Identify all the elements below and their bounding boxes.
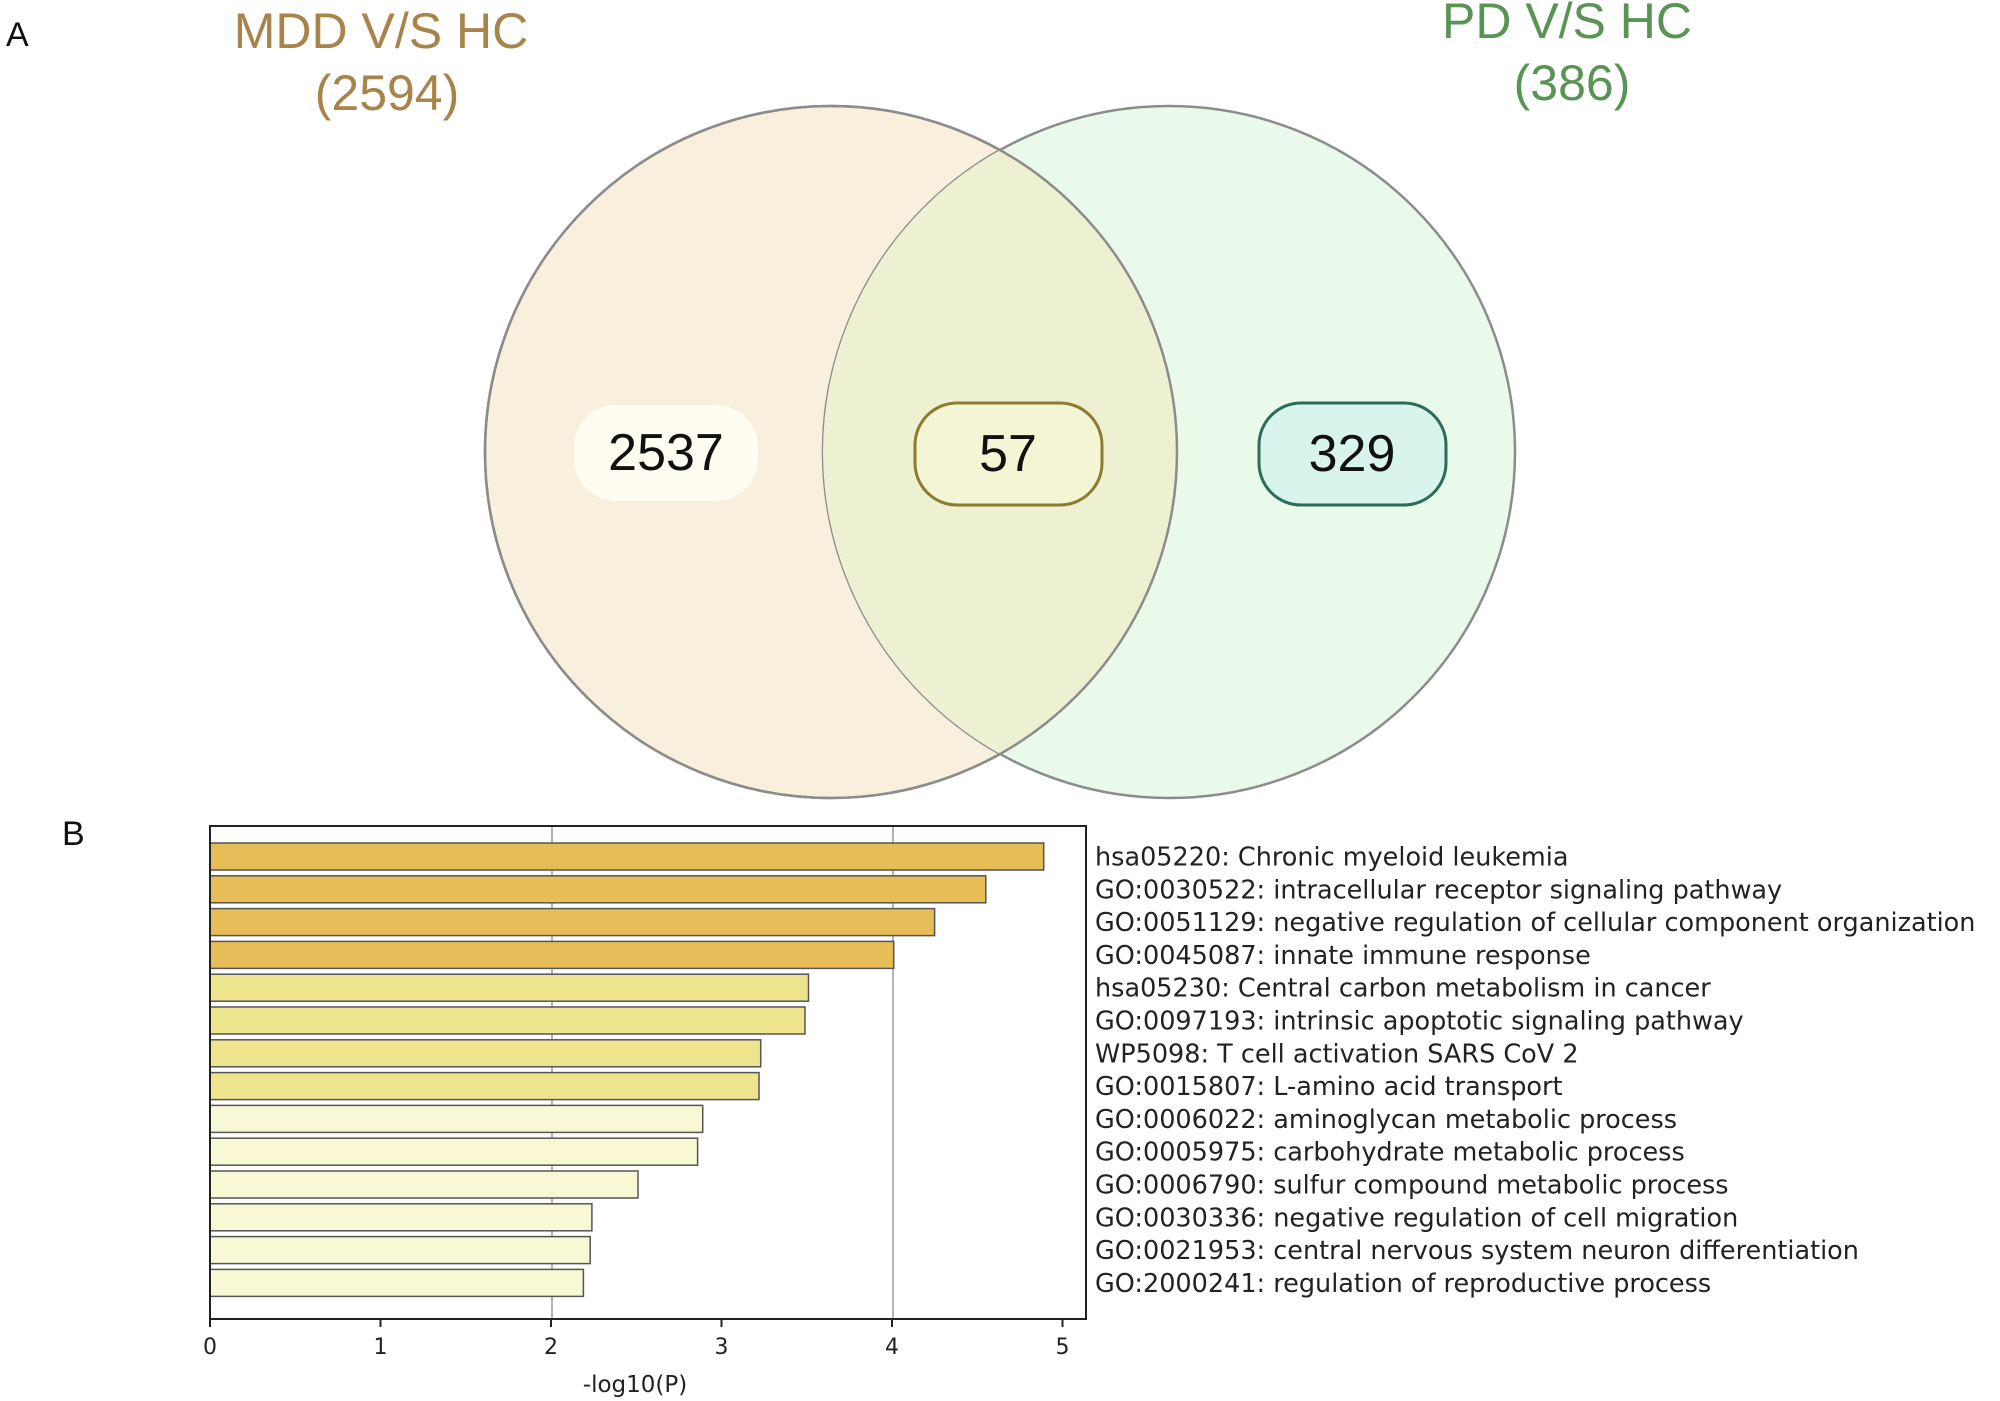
left-only-count: 2537	[608, 424, 724, 482]
bar-10	[209, 1137, 699, 1166]
category-label-6: GO:0097193: intrinsic apoptotic signalin…	[1095, 1007, 1744, 1037]
bars	[209, 842, 1045, 1298]
bar-9	[209, 1104, 704, 1134]
category-label-11: GO:0006790: sulfur compound metabolic pr…	[1095, 1171, 1729, 1201]
bar-3	[209, 907, 936, 937]
category-label-4: GO:0045087: innate immune response	[1095, 941, 1591, 971]
set-right-total: (386)	[1514, 55, 1631, 111]
x-tick-label-1: 1	[374, 1335, 388, 1360]
set-right-name: PD V/S HC	[1442, 0, 1692, 49]
left-only-badge	[574, 405, 758, 501]
bar-13	[209, 1235, 591, 1265]
set-left-name: MDD V/S HC	[234, 3, 528, 59]
x-tick-label-2: 2	[544, 1335, 558, 1360]
x-tick-label-3: 3	[715, 1335, 729, 1360]
bar-1	[209, 842, 1045, 871]
bar-4	[209, 940, 895, 970]
category-label-7: WP5098: T cell activation SARS CoV 2	[1095, 1039, 1579, 1069]
bar-12	[209, 1203, 593, 1232]
category-label-1: hsa05220: Chronic myeloid leukemia	[1095, 843, 1568, 873]
x-axis-title: -log10(P)	[583, 1372, 687, 1398]
plot-frame	[209, 825, 1087, 1320]
set-left-total: (2594)	[315, 65, 460, 121]
x-tick-label-0: 0	[203, 1335, 217, 1360]
category-label-2: GO:0030522: intracellular receptor signa…	[1095, 875, 1782, 905]
x-tick-label-4: 4	[885, 1335, 899, 1360]
panel-a-label: A	[6, 16, 29, 54]
category-label-14: GO:2000241: regulation of reproductive p…	[1095, 1269, 1711, 1299]
category-label-13: GO:0021953: central nervous system neuro…	[1095, 1236, 1859, 1266]
bar-2	[209, 875, 987, 904]
venn-circle-left-outline	[483, 104, 1179, 800]
category-label-12: GO:0030336: negative regulation of cell …	[1095, 1203, 1738, 1233]
bar-5	[209, 973, 810, 1002]
category-label-3: GO:0051129: negative regulation of cellu…	[1095, 908, 1975, 938]
bar-8	[209, 1071, 760, 1101]
panel-b-label: B	[62, 815, 85, 853]
bar-11	[209, 1170, 639, 1199]
overlap-badge	[913, 401, 1104, 507]
bar-14	[209, 1268, 585, 1298]
category-label-9: GO:0006022: aminoglycan metabolic proces…	[1095, 1105, 1677, 1135]
category-label-8: GO:0015807: L-amino acid transport	[1095, 1072, 1562, 1102]
bar-7	[209, 1039, 762, 1068]
category-label-10: GO:0005975: carbohydrate metabolic proce…	[1095, 1138, 1685, 1168]
right-only-count: 329	[1309, 425, 1396, 483]
venn-overlap	[823, 106, 1177, 798]
x-tick-label-5: 5	[1056, 1335, 1070, 1360]
overlap-count: 57	[979, 425, 1037, 483]
bar-labels: hsa05220: Chronic myeloid leukemiaGO:003…	[1095, 843, 1975, 1299]
x-axis: 0 1 2 3 4 5	[203, 1319, 1070, 1360]
bar-6	[209, 1006, 806, 1035]
category-label-5: hsa05230: Central carbon metabolism in c…	[1095, 974, 1711, 1004]
right-only-badge	[1257, 401, 1448, 507]
